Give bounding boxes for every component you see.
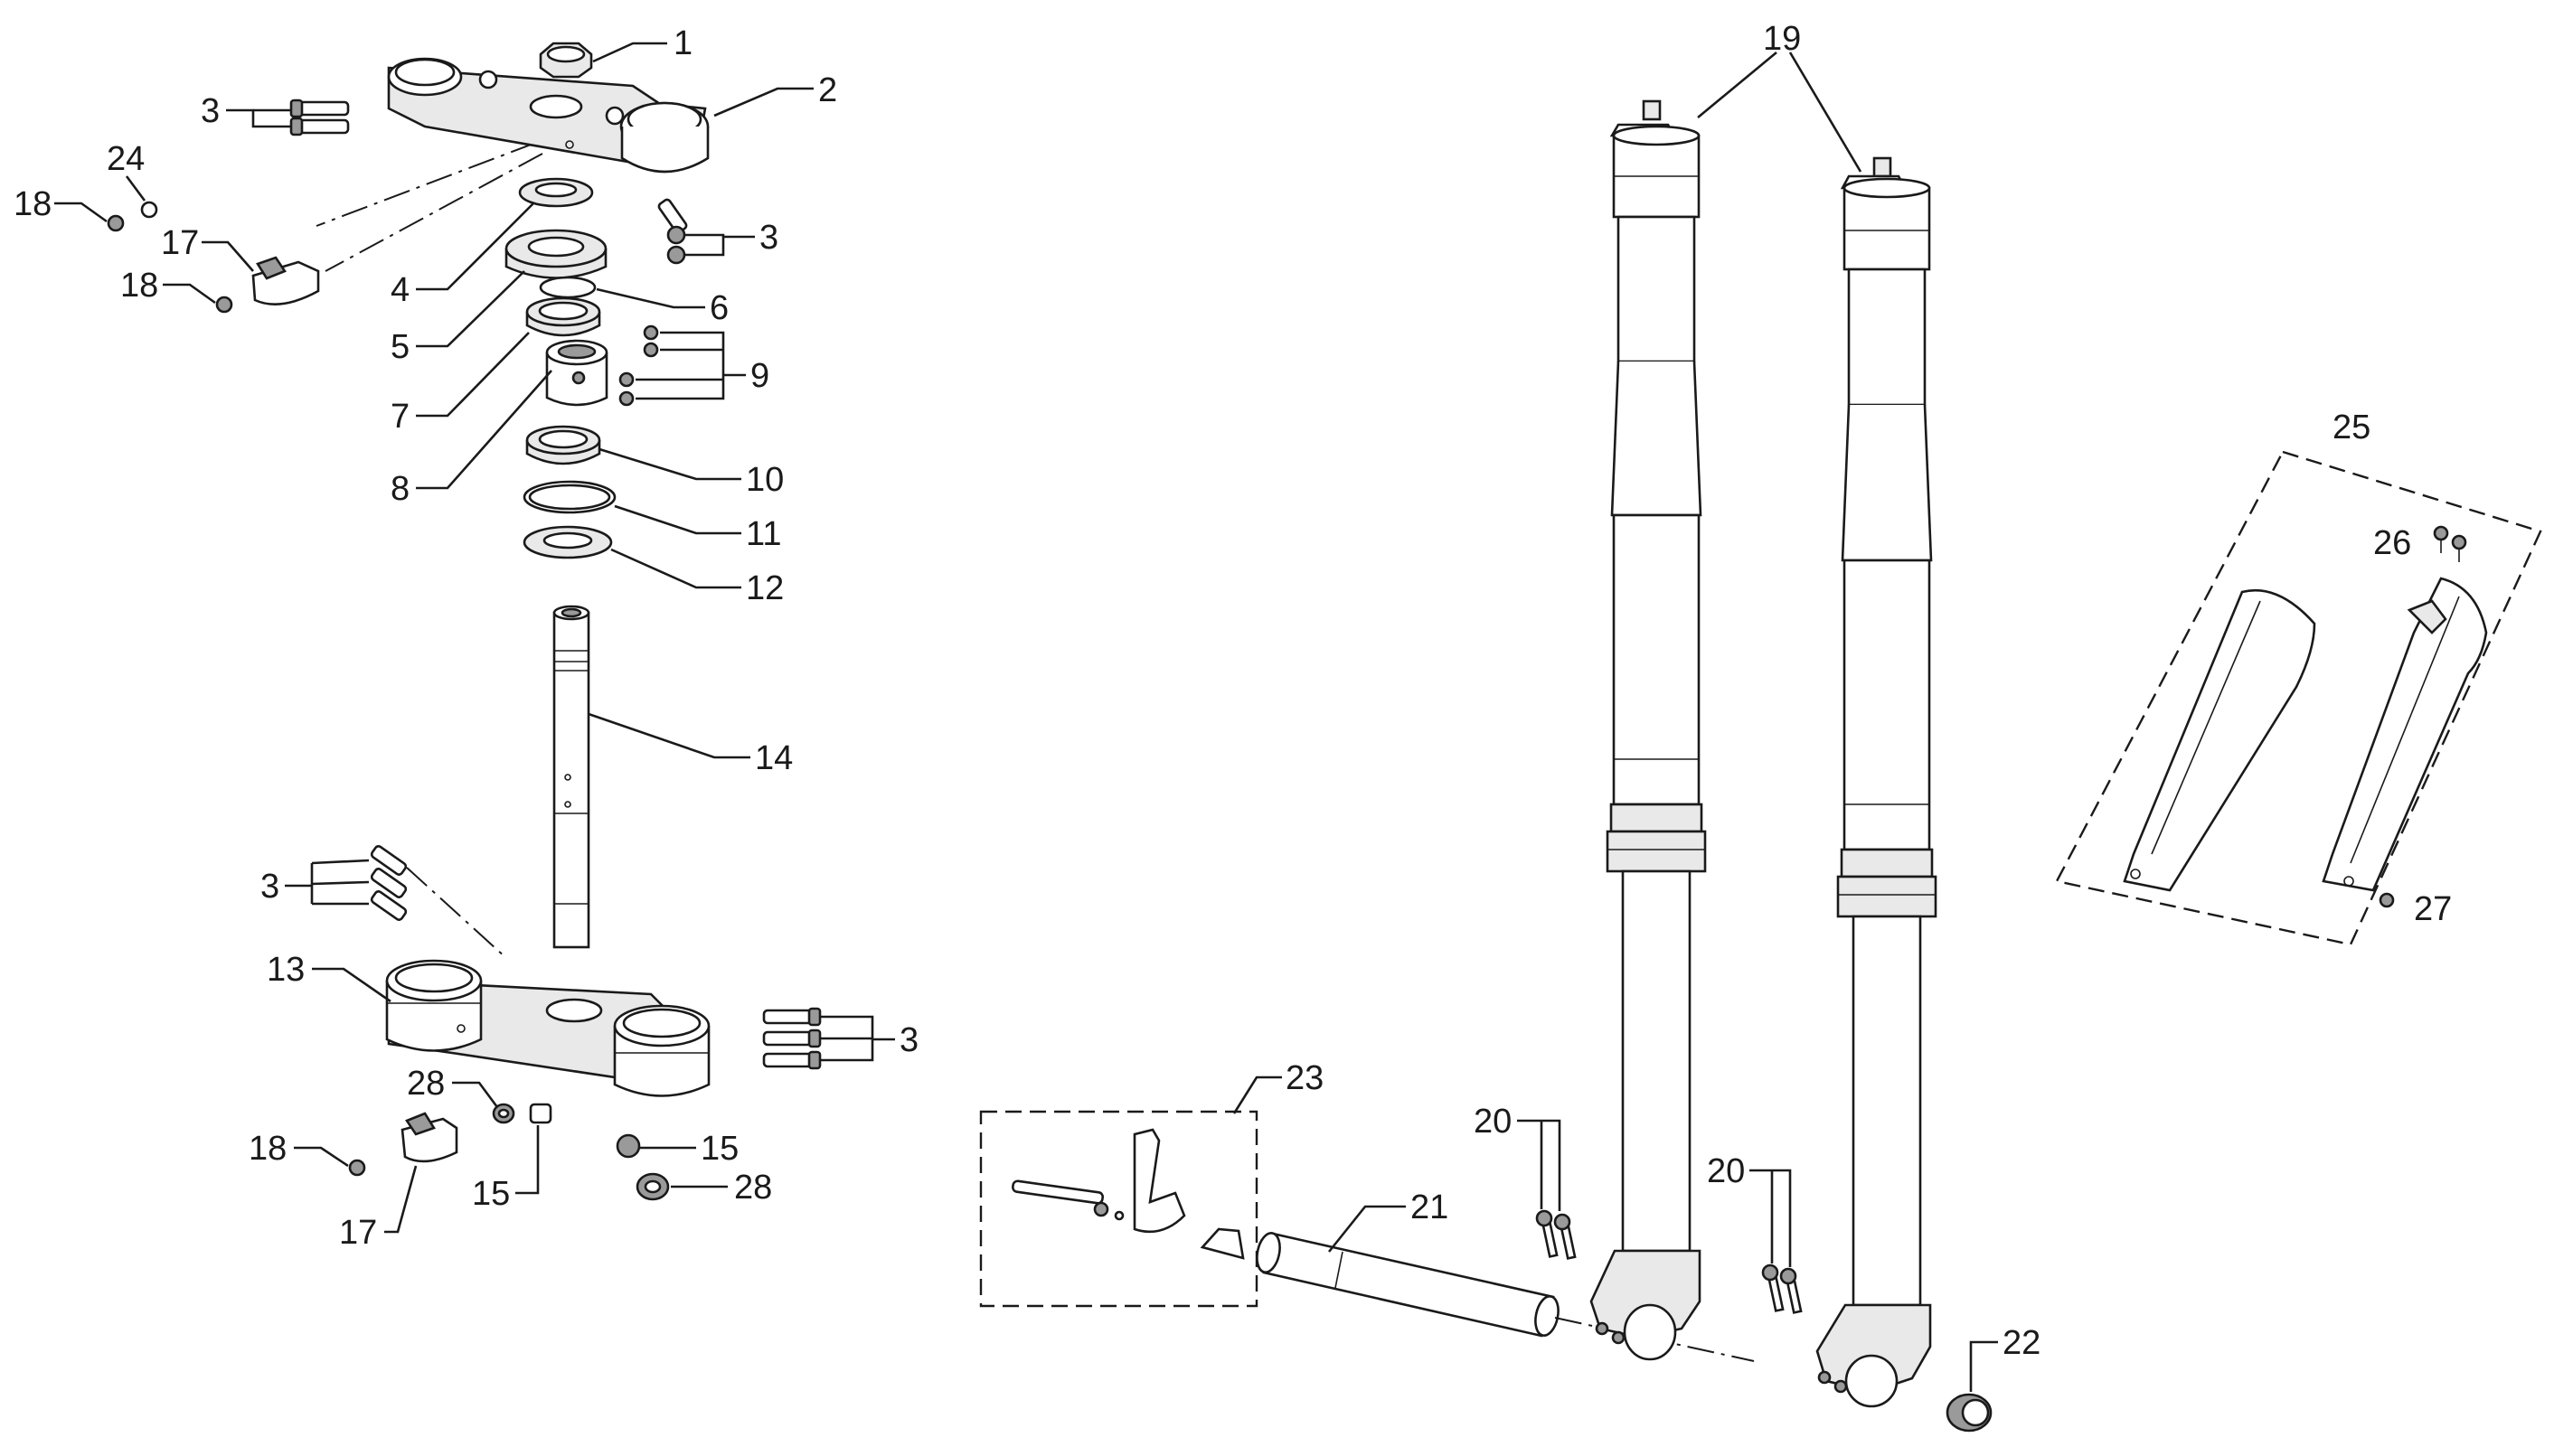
upper-bearing <box>525 296 601 337</box>
fork-leg-right <box>1815 156 1937 1408</box>
callout-9: 9 <box>750 357 769 395</box>
callout-10: 10 <box>746 461 784 499</box>
centerline <box>325 153 543 272</box>
dust-washer <box>523 525 613 559</box>
fork-guard-left <box>2123 588 2316 892</box>
callout-19: 19 <box>1763 20 1801 58</box>
callout-18: 18 <box>249 1130 287 1168</box>
callout-12: 12 <box>746 569 784 607</box>
steering-adjuster <box>545 339 608 407</box>
axle-clamp-bolts-left <box>1535 1209 1577 1260</box>
spacer <box>616 1133 641 1159</box>
callout-24: 24 <box>107 140 145 178</box>
axle-clamp-kit-box <box>979 1110 1258 1308</box>
callout-7: 7 <box>391 398 410 436</box>
nut <box>636 1172 670 1201</box>
callout-26: 26 <box>2373 524 2411 562</box>
callout-15: 15 <box>472 1175 510 1213</box>
axle-clamp-bolts-right <box>1761 1263 1803 1314</box>
axle-clamp-kit <box>1011 1128 1245 1260</box>
callout-3: 3 <box>759 219 778 257</box>
fork-leg-left <box>1589 99 1707 1361</box>
callout-17: 17 <box>161 224 199 262</box>
callout-3: 3 <box>201 92 220 130</box>
grub-screws <box>618 324 659 407</box>
steering-stem-nut <box>539 42 593 79</box>
front-axle <box>1256 1232 1560 1338</box>
fork-guard-right <box>2322 577 2488 892</box>
axle-cap <box>1946 1393 1993 1433</box>
callout-23: 23 <box>1286 1059 1324 1097</box>
callout-20: 20 <box>1474 1103 1512 1141</box>
callout-17: 17 <box>339 1214 377 1252</box>
bolt <box>348 1159 366 1177</box>
callout-20: 20 <box>1707 1152 1745 1190</box>
callout-3: 3 <box>260 868 279 906</box>
callout-18: 18 <box>120 267 158 305</box>
bolt <box>215 296 233 314</box>
fork-guard-kit-box <box>2055 450 2542 946</box>
clamp-bolts-lower-right <box>762 1007 822 1070</box>
callout-25: 25 <box>2333 409 2370 446</box>
guard-screw <box>2379 892 2395 908</box>
callout-18: 18 <box>14 185 52 223</box>
guard-screws <box>2433 525 2467 562</box>
steering-stem <box>552 605 590 949</box>
callout-5: 5 <box>391 328 410 366</box>
callout-27: 27 <box>2414 890 2452 928</box>
callout-22: 22 <box>2003 1324 2040 1362</box>
callout-11: 11 <box>746 515 781 553</box>
upper-triple-clamp <box>387 57 710 174</box>
callout-21: 21 <box>1410 1188 1448 1226</box>
callout-1: 1 <box>674 24 693 62</box>
callout-2: 2 <box>818 71 837 109</box>
callout-15: 15 <box>701 1130 739 1168</box>
lower-bearing <box>525 425 601 465</box>
bolt <box>107 214 125 232</box>
lower-triple-clamp <box>385 959 711 1097</box>
callout-6: 6 <box>710 289 729 327</box>
washer <box>140 201 158 219</box>
callout-8: 8 <box>391 470 410 508</box>
nut <box>492 1103 515 1124</box>
clamp-bolts-lower-left <box>370 845 408 921</box>
spacer <box>529 1103 552 1124</box>
dust-seal <box>518 177 594 208</box>
leader-lines <box>54 42 1998 1392</box>
callout-14: 14 <box>755 739 793 777</box>
seal-ring <box>523 480 617 514</box>
centerline <box>406 867 507 959</box>
clamp-bolts-upper-left <box>289 99 350 136</box>
callout-28: 28 <box>734 1169 772 1207</box>
callout-4: 4 <box>391 271 410 309</box>
hose-guide-lower <box>401 1112 458 1163</box>
hose-guide-upper <box>251 256 320 305</box>
clamp-bolts-upper-right <box>657 198 688 265</box>
callout-28: 28 <box>407 1065 445 1103</box>
o-ring <box>539 276 597 299</box>
callout-13: 13 <box>267 951 305 989</box>
bearing-cup <box>504 229 608 279</box>
callout-3: 3 <box>900 1021 919 1059</box>
